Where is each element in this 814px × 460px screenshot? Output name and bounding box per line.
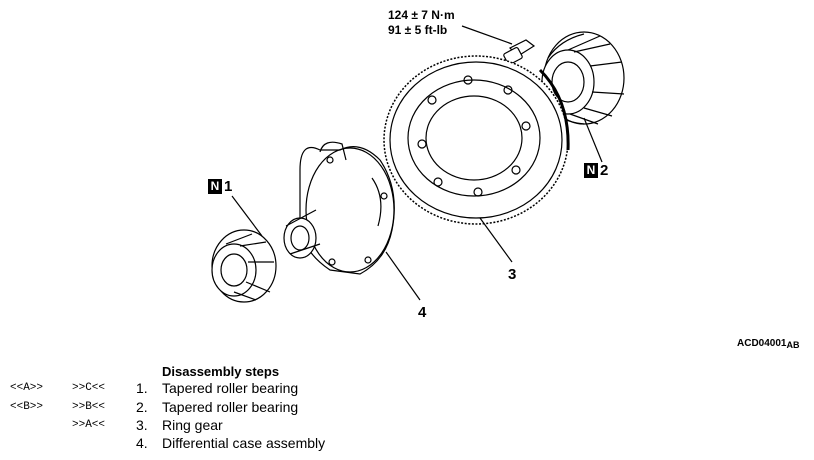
step-label: Ring gear xyxy=(162,417,223,433)
step-number: 1. xyxy=(136,380,148,396)
callout-4: 4 xyxy=(418,304,426,321)
callout-1-number: 1 xyxy=(224,178,233,195)
ring-gear-drawing xyxy=(383,55,570,263)
callout-2-number: 2 xyxy=(600,162,609,179)
steps-heading: Disassembly steps xyxy=(162,364,280,379)
torque-imperial: 91 ± 5 ft-lb xyxy=(388,23,448,37)
n-badge-icon: N xyxy=(584,163,598,178)
callout-4-number: 4 xyxy=(418,304,427,321)
step-number: 3. xyxy=(136,417,148,433)
disassembly-mark: <<A>> xyxy=(10,382,44,394)
torque-metric: 124 ± 7 N·m xyxy=(388,8,455,22)
step-number: 2. xyxy=(136,399,148,415)
callout-3: 3 xyxy=(508,266,516,283)
exploded-diagram xyxy=(211,25,625,303)
step-label: Tapered roller bearing xyxy=(162,380,299,396)
step-label: Tapered roller bearing xyxy=(162,399,299,415)
callout-3-number: 3 xyxy=(508,266,517,283)
figure-id-main: ACD04001 xyxy=(737,338,787,349)
reassembly-mark: >>C<< xyxy=(72,382,106,394)
differential-case-drawing xyxy=(283,141,421,301)
torque-spec: 124 ± 7 N·m 91 ± 5 ft-lb xyxy=(388,8,455,38)
step-number: 4. xyxy=(136,435,148,451)
ring-gear-bolt xyxy=(461,25,536,65)
reassembly-mark: >>B<< xyxy=(72,401,106,413)
disassembly-mark: <<B>> xyxy=(10,401,44,413)
figure-id: ACD04001AB xyxy=(737,338,799,350)
figure-id-suffix: AB xyxy=(786,340,800,350)
bearing-1-drawing xyxy=(211,195,277,303)
reassembly-mark: >>A<< xyxy=(72,419,106,431)
step-label: Differential case assembly xyxy=(162,435,326,451)
n-badge-icon: N xyxy=(208,179,222,194)
